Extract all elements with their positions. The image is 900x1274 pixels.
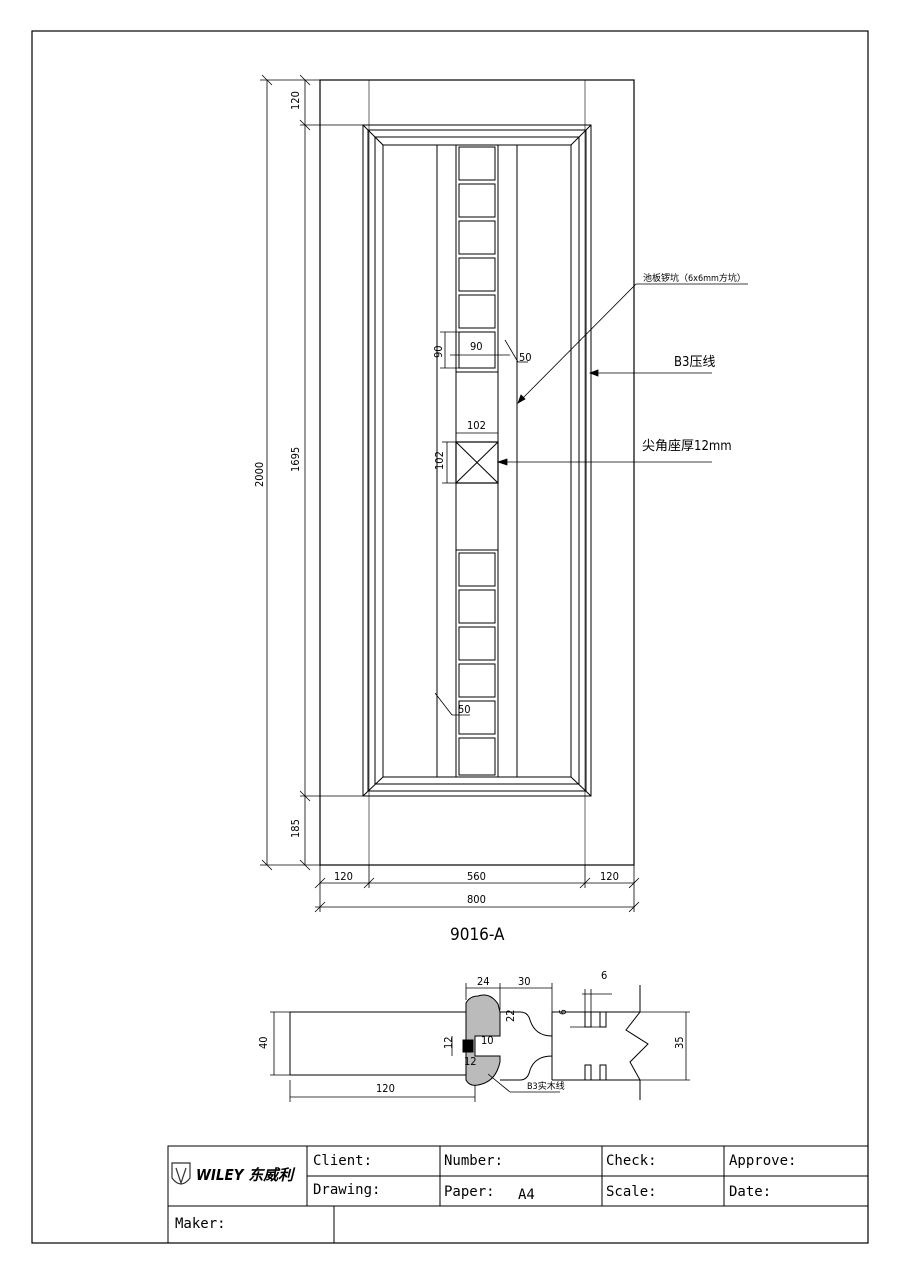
paper-value: A4: [518, 1187, 535, 1203]
pyramid-boss: [455, 441, 499, 484]
logo-text: WILEY 东威利: [196, 1166, 296, 1184]
section-dim-22: 22: [504, 1009, 517, 1022]
dim-panel-width: 560: [467, 870, 486, 883]
callout-leaders: [496, 283, 748, 466]
dim-total-height: 2000: [253, 462, 266, 487]
b3-moulding-outer: [362, 124, 592, 797]
number-label: Number:: [444, 1153, 504, 1169]
dim-gap-bottom: 50: [458, 703, 471, 716]
dim-square-w: 90: [470, 340, 483, 353]
callout-boss: 尖角座厚12mm: [642, 439, 732, 454]
dim-boss-w: 102: [467, 419, 486, 432]
dimension-lines: [260, 74, 640, 913]
paper-label: Paper:: [444, 1184, 495, 1200]
section-dims: [270, 983, 690, 1102]
section-dim-12a: 12: [442, 1036, 455, 1049]
dim-bottom-rail: 185: [289, 819, 302, 838]
maker-label: Maker:: [175, 1216, 226, 1232]
dim-boss-h: 102: [433, 451, 446, 470]
date-label: Date:: [729, 1184, 772, 1200]
callout-b3-solid: B3实木线: [527, 1080, 565, 1092]
door-outline: [319, 79, 635, 866]
square-column-top: [455, 144, 499, 373]
section-profile: [289, 985, 649, 1100]
dim-square-h: 90: [432, 345, 445, 358]
section-dim-35: 35: [673, 1036, 686, 1049]
section-dim-10: 10: [481, 1034, 494, 1047]
dim-gap-top: 50: [519, 351, 532, 364]
check-label: Check:: [606, 1153, 657, 1169]
callout-groove: 池板锣坑（6x6mm方坑）: [643, 272, 746, 284]
section-dim-120: 120: [376, 1082, 395, 1095]
dim-left-stile: 120: [334, 870, 353, 883]
dim-panel-height: 1695: [289, 447, 302, 472]
square-column-bottom: [455, 549, 499, 778]
dim-total-width: 800: [467, 893, 486, 906]
wiley-logo: WILEY 东威利: [171, 1162, 296, 1185]
title-block-grid: [167, 1145, 869, 1244]
shield-icon: [171, 1162, 191, 1185]
section-dim-30: 30: [518, 975, 531, 988]
drawing-title: 9016-A: [450, 925, 505, 945]
dim-top-rail: 120: [289, 91, 302, 110]
section-dim-40: 40: [257, 1036, 270, 1049]
section-dim-24: 24: [477, 975, 490, 988]
approve-label: Approve:: [729, 1153, 797, 1169]
scale-label: Scale:: [606, 1184, 657, 1200]
client-label: Client:: [313, 1153, 373, 1169]
section-dim-6a: 6: [601, 969, 607, 982]
dim-right-stile: 120: [600, 870, 619, 883]
section-dim-6b: 6: [558, 1009, 569, 1015]
section-dim-12b: 12: [464, 1055, 477, 1068]
callout-b3-line: B3压线: [674, 355, 715, 370]
sheet-border: [31, 30, 869, 1244]
door-elevation: [319, 79, 635, 866]
b3-solid-moulding: [465, 994, 501, 1086]
drawing-label: Drawing:: [313, 1182, 381, 1198]
